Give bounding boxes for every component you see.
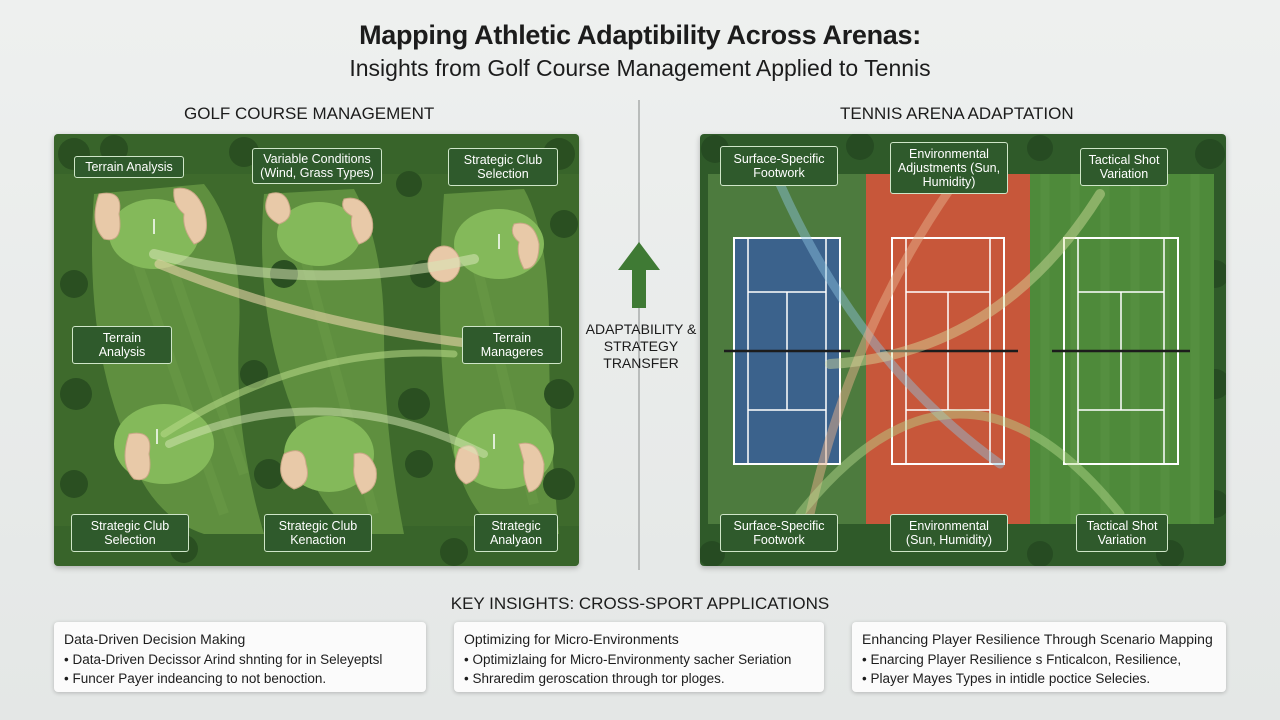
insight-bullet: Funcer Payer indeancing to not benoction… [64, 669, 416, 688]
golf-label-terrain-manageres: Terrain Manageres [462, 326, 562, 364]
up-arrow-icon [618, 242, 660, 308]
insight-bullet: Data-Driven Decissor Arind shnting for i… [64, 650, 416, 669]
page-title: Mapping Athletic Adaptibility Across Are… [359, 20, 921, 50]
insight-card-title: Optimizing for Micro-Environments [464, 631, 679, 647]
golf-label-strategic-club-selection-top: Strategic Club Selection [448, 148, 558, 186]
bunkers [94, 187, 545, 495]
golf-label-terrain-analysis: Terrain Analysis [74, 156, 184, 178]
strategy-paths [775, 179, 1125, 519]
flags [153, 219, 500, 449]
golf-label-strategic-club-kenaction: Strategic Club Kenaction [264, 514, 372, 552]
insight-bullet: Enarcing Player Resilience s Fnticalcon,… [862, 650, 1216, 669]
adaptability-transfer-label: ADAPTABILITY & STRATEGY TRANSFER [585, 321, 697, 371]
center-divider [638, 100, 640, 570]
grass-court-surface [1030, 174, 1214, 524]
tennis-label-environmental-bottom: Environmental (Sun, Humidity) [890, 514, 1008, 552]
insight-bullet: Player Mayes Types in intidle poctice Se… [862, 669, 1216, 688]
golf-label-strategic-analyaon: Strategic Analyaon [474, 514, 558, 552]
golf-label-variable-conditions: Variable Conditions (Wind, Grass Types) [252, 148, 382, 184]
tennis-label-surface-footwork-bottom: Surface-Specific Footwork [720, 514, 838, 552]
insights-heading: KEY INSIGHTS: CROSS-SPORT APPLICATIONS [450, 594, 830, 613]
strategy-paths [149, 249, 488, 458]
insight-card-micro-environments: Optimizing for Micro-Environments Optimi… [454, 622, 824, 692]
insight-card-player-resilience: Enhancing Player Resilience Through Scen… [852, 622, 1226, 692]
golf-course-panel: Terrain Analysis Variable Conditions (Wi… [54, 134, 579, 566]
tennis-arena-panel: Surface-Specific Footwork Environmental … [700, 134, 1226, 566]
insight-card-title: Data-Driven Decision Making [64, 631, 246, 647]
golf-label-strategic-club-selection-bottom: Strategic Club Selection [71, 514, 189, 552]
insight-bullet: Optimizlaing for Micro-Environmenty sach… [464, 650, 814, 669]
insight-card-data-driven: Data-Driven Decision Making Data-Driven … [54, 622, 426, 692]
tennis-arena-illustration [700, 134, 1226, 566]
golf-label-terrain-analysis-left: Terrain Analysis [72, 326, 172, 364]
tennis-heading: TENNIS ARENA ADAPTATION [840, 104, 1074, 123]
golf-heading: GOLF COURSE MANAGEMENT [184, 104, 435, 123]
tennis-label-tactical-shot-bottom: Tactical Shot Variation [1076, 514, 1168, 552]
insight-card-title: Enhancing Player Resilience Through Scen… [862, 631, 1213, 647]
tennis-label-surface-footwork-top: Surface-Specific Footwork [720, 146, 838, 186]
tennis-label-environmental-adjustments: Environmental Adjustments (Sun, Humidity… [890, 142, 1008, 194]
page-subtitle: Insights from Golf Course Management App… [349, 55, 931, 81]
insight-bullet: Shraredim geroscation through tor ploges… [464, 669, 814, 688]
tennis-label-tactical-shot-top: Tactical Shot Variation [1080, 148, 1168, 186]
